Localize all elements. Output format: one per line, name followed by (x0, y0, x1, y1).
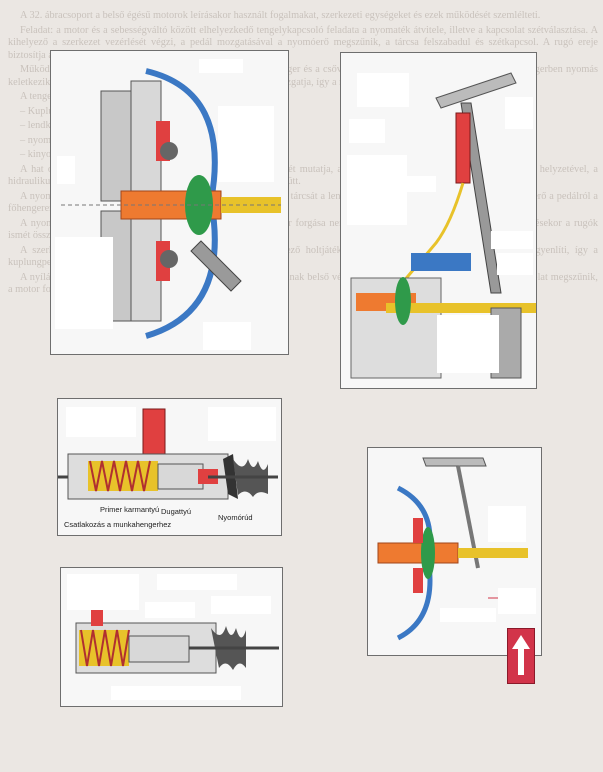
text-paragraph: – lendkerék, (20, 120, 71, 131)
label-placeholder (349, 119, 385, 143)
pedal-hydraulic-figure (340, 52, 537, 389)
label-placeholder (111, 686, 241, 700)
slave-cylinder-figure (60, 567, 283, 707)
label-placeholder (505, 97, 533, 129)
dugattyu-label: Dugattyú (161, 507, 192, 516)
label-placeholder (498, 588, 536, 614)
label-placeholder (157, 574, 237, 590)
label-placeholder (208, 407, 276, 441)
label-placeholder (145, 602, 195, 618)
label-placeholder (66, 407, 136, 437)
label-placeholder (488, 506, 526, 542)
label-placeholder (67, 574, 139, 610)
text-paragraph: A 32. ábracsoport a belső égésű motorok … (20, 10, 541, 21)
label-placeholder (381, 176, 436, 192)
clutch-cross-section-figure (50, 50, 289, 355)
label-placeholder (491, 231, 533, 249)
label-placeholder (211, 596, 271, 614)
nyomorud-label: Nyomórúd (218, 513, 253, 522)
label-placeholder (437, 315, 499, 373)
primer-karmantyu-label: Primer karmantyú (100, 505, 160, 514)
label-placeholder (57, 156, 75, 184)
label-placeholder (199, 59, 243, 73)
clutch-assembly-drawing (368, 448, 541, 655)
label-placeholder (55, 237, 113, 329)
self-adjusting-clutch-figure (367, 447, 542, 656)
label-placeholder (497, 253, 533, 275)
up-arrow-icon (507, 628, 535, 684)
label-placeholder (357, 73, 409, 107)
label-placeholder (203, 322, 251, 350)
connection-label: Csatlakozás a munkahengerhez (64, 520, 172, 529)
label-placeholder (218, 106, 274, 182)
master-cylinder-figure: Primer karmantyú Dugattyú Nyomórúd Csatl… (57, 398, 282, 536)
clutch-section-drawing (51, 51, 288, 354)
label-placeholder (440, 608, 496, 622)
